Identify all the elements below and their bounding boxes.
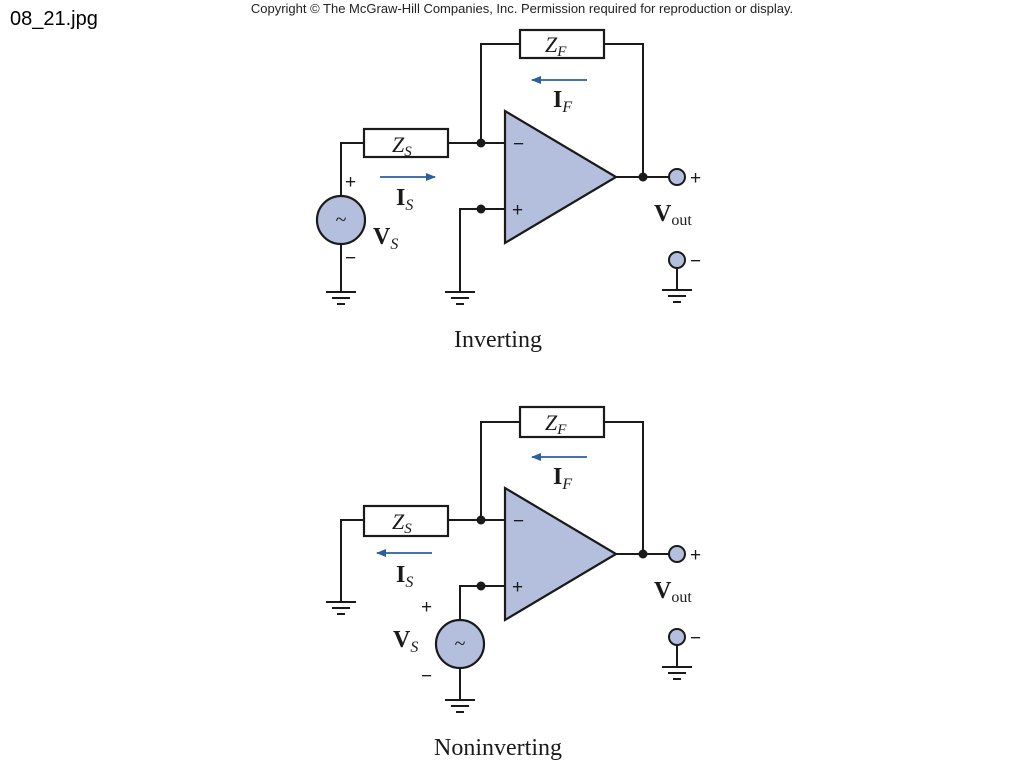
- ground-icon: [445, 699, 475, 713]
- vs-label: VS: [393, 627, 418, 656]
- is-label: IS: [396, 185, 413, 214]
- source-plus-sign: +: [345, 172, 356, 193]
- zs-label: ZS: [392, 509, 412, 537]
- ground-icon: [445, 291, 475, 305]
- vout-label: Vout: [654, 578, 692, 606]
- ground-icon: [326, 291, 356, 305]
- is-label: IS: [396, 562, 413, 591]
- junction-dot: [476, 204, 486, 214]
- output-plus-sign: +: [690, 545, 701, 566]
- file-name: 08_21.jpg: [10, 8, 98, 30]
- vout-label: Vout: [654, 201, 692, 229]
- junction-dot: [638, 172, 648, 182]
- source-plus-sign: +: [421, 597, 432, 618]
- ground-icon: [662, 666, 692, 680]
- plus-input-wire: [459, 208, 505, 292]
- zs-ground-wire: [340, 519, 364, 602]
- source-minus-sign: −: [421, 666, 432, 687]
- ground-icon: [326, 601, 356, 615]
- op-amp-triangle: [503, 486, 619, 622]
- inverting-circuit: ZF IF ZS IS ~ + − VS: [315, 28, 701, 353]
- op-amp-triangle: [503, 109, 619, 245]
- output-minus-terminal: [668, 628, 686, 646]
- zf-impedance-box: [518, 405, 606, 439]
- noninverting-circuit: ZF IF ZS IS ~ + −: [326, 405, 701, 761]
- output-minus-sign: −: [690, 628, 701, 649]
- amp-plus-sign: +: [512, 577, 523, 598]
- junction-dot: [476, 138, 486, 148]
- zf-impedance-box: [518, 28, 606, 60]
- source-tilde: ~: [455, 633, 466, 655]
- zs-label: ZS: [392, 132, 412, 160]
- inverting-caption: Inverting: [454, 327, 542, 353]
- zs-impedance-box: [362, 504, 450, 538]
- output-plus-terminal: [668, 168, 686, 186]
- output-plus-sign: +: [690, 168, 701, 189]
- zf-label: ZF: [545, 32, 567, 60]
- if-label: IF: [553, 87, 572, 116]
- junction-dot: [476, 581, 486, 591]
- output-minus-sign: −: [690, 251, 701, 272]
- vs-label: VS: [373, 224, 398, 253]
- feedback-wire: [480, 421, 520, 520]
- ground-icon: [662, 289, 692, 303]
- source-tilde: ~: [336, 209, 347, 231]
- if-label: IF: [553, 464, 572, 493]
- amp-plus-sign: +: [512, 200, 523, 221]
- amp-minus-sign: −: [513, 134, 524, 155]
- source-minus-sign: −: [345, 248, 356, 269]
- zf-label: ZF: [545, 410, 567, 438]
- noninverting-caption: Noninverting: [434, 735, 562, 761]
- input-wire: [340, 142, 364, 197]
- junction-dot: [476, 515, 486, 525]
- feedback-wire-right: [604, 421, 644, 553]
- feedback-wire-right: [604, 43, 644, 178]
- plus-input-wire: [459, 585, 505, 620]
- amp-minus-sign: −: [513, 511, 524, 532]
- output-minus-terminal: [668, 251, 686, 269]
- feedback-wire: [480, 43, 520, 143]
- junction-dot: [638, 549, 648, 559]
- copyright-notice: Copyright © The McGraw-Hill Companies, I…: [250, 1, 794, 16]
- zs-impedance-box: [362, 127, 450, 159]
- output-plus-terminal: [668, 545, 686, 563]
